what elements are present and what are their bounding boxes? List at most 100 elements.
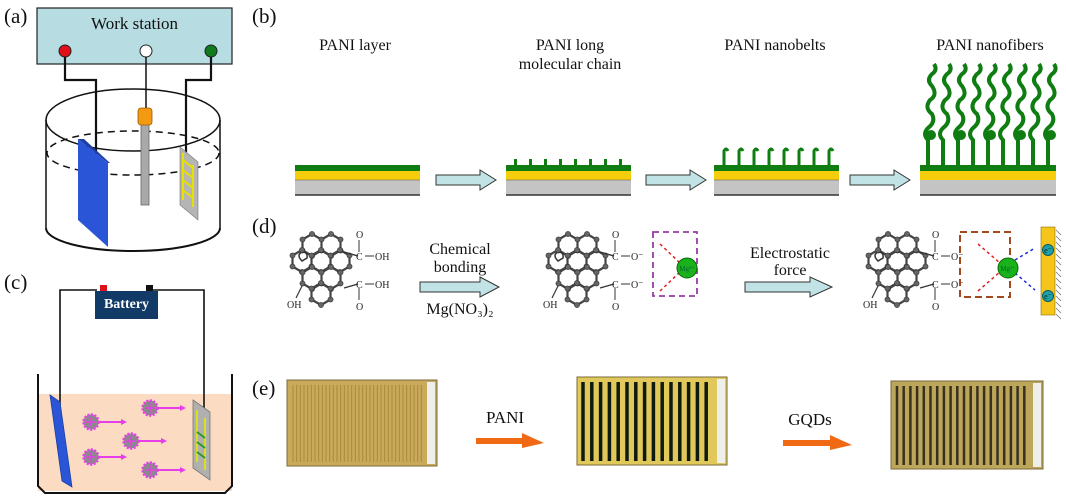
pani-chain — [574, 159, 577, 166]
svg-text:OH: OH — [375, 280, 389, 291]
svg-text:C: C — [932, 280, 939, 291]
stack-nanofibers — [920, 62, 1058, 196]
svg-text:OH: OH — [543, 300, 557, 311]
arrow-e-2 — [783, 435, 852, 450]
step1-bonding-label: bonding — [433, 259, 487, 276]
svg-text:O⁻: O⁻ — [951, 252, 964, 263]
panel-e-label: (e) — [252, 376, 276, 400]
ionic-bonds-2 — [977, 243, 1001, 292]
pani-nanofiber — [953, 62, 968, 165]
beaker-bottom — [45, 227, 221, 252]
wire-right — [184, 57, 213, 185]
gqd-molecule-2: COO⁻COO⁻OH — [543, 230, 644, 313]
svg-text:O: O — [612, 230, 619, 241]
pani-nanobelt — [767, 147, 775, 165]
svg-text:OH: OH — [287, 300, 301, 311]
svg-text:O⁻: O⁻ — [631, 280, 644, 291]
pani-nanobelt — [797, 147, 805, 165]
panel-b-label: (b) — [252, 4, 277, 28]
working-electrode-pattern — [182, 153, 194, 207]
pani-chain — [544, 159, 547, 166]
pani-chain — [514, 159, 517, 166]
ionic-bonds-1 — [659, 243, 681, 292]
pani-nanofiber — [1013, 62, 1028, 165]
step-pani-label: PANI — [485, 408, 525, 427]
ion-particle — [141, 461, 186, 479]
mg-ion-2-label: Mg²⁺ — [1000, 265, 1016, 273]
panel-b-diagram — [294, 62, 1058, 196]
pani-chain — [604, 159, 607, 166]
battery — [95, 291, 158, 319]
fiber-node — [1016, 130, 1026, 140]
svg-text:C: C — [612, 280, 619, 291]
arrow-e-1 — [476, 433, 544, 448]
panel-c-label: (c) — [4, 270, 28, 294]
container — [37, 374, 233, 494]
pani-chain — [529, 159, 532, 166]
pani-nanofiber — [968, 62, 983, 165]
step1-chemical-label: Chemical — [429, 241, 491, 258]
mg-ion-1-label: Mg²⁺ — [679, 265, 695, 273]
svg-text:C: C — [356, 252, 363, 263]
electron-2-label: e⁻ — [1044, 292, 1052, 301]
reference-electrode-cap — [137, 107, 153, 126]
stage-title-pani-layer: PANI layer — [319, 37, 391, 54]
svg-text:O: O — [356, 302, 363, 313]
step-gqds-label: GQDs — [788, 410, 832, 429]
pani-nanobelt — [722, 147, 730, 165]
cathode-pattern — [196, 410, 206, 470]
pani-nanofiber — [998, 62, 1013, 165]
ion-particle — [141, 399, 186, 417]
svg-text:O: O — [932, 230, 939, 241]
svg-text:OH: OH — [863, 300, 877, 311]
pani-nanobelt — [812, 147, 820, 165]
pani-nanobelt — [782, 147, 790, 165]
pani-chain — [589, 159, 592, 166]
stage-title-long-chain: PANI long — [535, 37, 605, 54]
pani-nanofiber — [983, 62, 998, 165]
battery-positive-terminal — [100, 285, 107, 292]
pani-nanofiber — [1043, 62, 1058, 165]
svg-text:C: C — [356, 280, 363, 291]
electrode-pani-gqds — [890, 380, 1044, 470]
pani-chain — [619, 159, 622, 166]
electrode-bare — [286, 379, 438, 467]
gqd-molecule-3: COO⁻COO⁻OH — [863, 230, 964, 313]
step2-electrostatic-label: Electrostatic — [750, 245, 830, 262]
pani-nanofiber — [938, 62, 953, 165]
solution-level — [46, 130, 220, 176]
electron-2 — [1042, 290, 1054, 302]
stage-title-nanobelts: PANI nanobelts — [724, 37, 826, 54]
electrostatic-lines — [1014, 247, 1036, 291]
fiber-node — [956, 130, 966, 140]
ion-particle — [122, 432, 167, 450]
panel-a-diagram — [36, 7, 233, 252]
svg-text:O: O — [932, 302, 939, 313]
fiber-node — [926, 130, 936, 140]
mg-ion-2 — [997, 257, 1019, 279]
svg-text:O⁻: O⁻ — [951, 280, 964, 291]
svg-text:O⁻: O⁻ — [631, 252, 644, 263]
step1-reagent-label: Mg(NO₃)₂ — [426, 301, 494, 318]
wire-c-right — [150, 289, 205, 410]
workstation-label: Work station — [91, 14, 178, 33]
panel-c-diagram — [37, 285, 233, 494]
cathode-pani — [196, 431, 206, 459]
arrow-d-1 — [419, 276, 501, 298]
mg-bonding-box — [652, 231, 698, 297]
stage-title-long-chain-line2: molecular chain — [518, 56, 622, 73]
pani-nanobelt — [827, 147, 835, 165]
panel-d-label: (d) — [252, 214, 277, 238]
electron-1-label: e⁻ — [1044, 246, 1052, 255]
svg-text:O: O — [356, 230, 363, 241]
battery-label: Battery — [103, 297, 150, 312]
step2-force-label: force — [773, 262, 807, 279]
electrode-pani — [576, 376, 728, 466]
panel-a-label: (a) — [4, 4, 28, 28]
stack-nanobelts — [713, 147, 840, 196]
electrode-hatching — [1055, 229, 1062, 320]
fiber-node — [986, 130, 996, 140]
